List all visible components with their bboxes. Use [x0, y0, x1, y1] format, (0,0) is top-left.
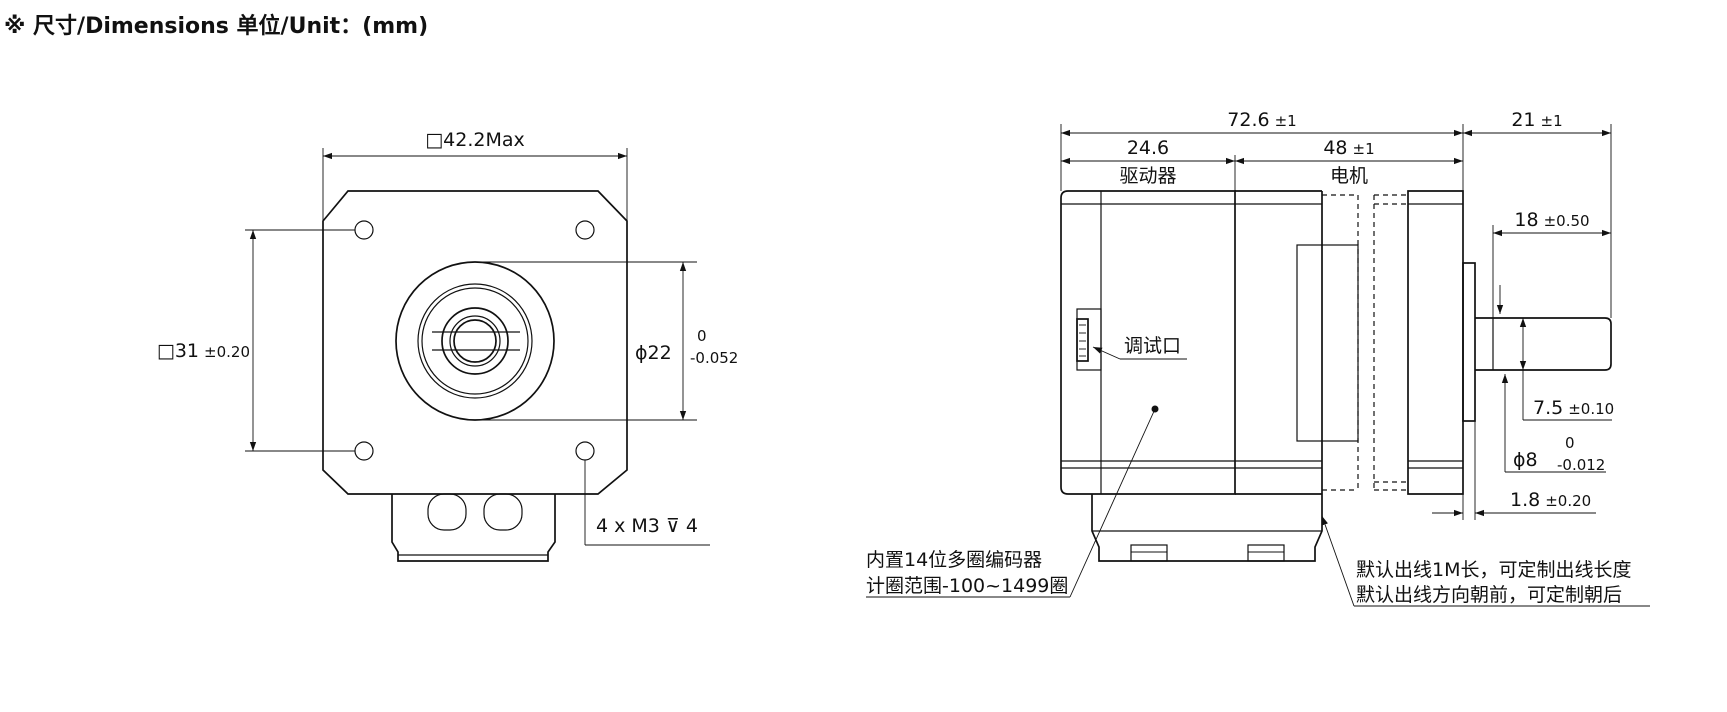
bearing-inner — [449, 315, 501, 367]
motor-label: 电机 — [1330, 165, 1368, 187]
cable-note-line1: 默认出线1M长，可定制出线长度 — [1356, 559, 1631, 581]
pilot-tol-lower: -0.052 — [690, 349, 738, 367]
front-width-label: □42.2Max — [425, 129, 525, 151]
flat-length-label: 18±0.50 — [1514, 209, 1589, 231]
encoder-note-line2: 计圈范围-100~1499圈 — [866, 575, 1068, 597]
mount-hole-br — [575, 441, 595, 461]
encoder-note-line1: 内置14位多圈编码器 — [866, 549, 1042, 571]
connector-slot-left — [427, 493, 467, 531]
motor-shaft — [1475, 317, 1612, 371]
shaft-tol-lower: -0.012 — [1557, 456, 1605, 474]
pilot-tol-upper: 0 — [697, 327, 707, 345]
page-title: ※ 尺寸/Dimensions 单位/Unit：(mm) — [4, 14, 429, 39]
shaft-tol-upper: 0 — [1565, 434, 1575, 452]
driver-label: 驱动器 — [1119, 165, 1176, 187]
pilot-boss — [395, 261, 555, 421]
cable-gland-left — [1130, 544, 1168, 562]
hole-callout-label: 4 x M3 ⊽ 4 — [596, 515, 698, 537]
front-body-outline — [322, 190, 628, 495]
mount-hole-tl — [354, 220, 374, 240]
pilot-flange — [1462, 262, 1476, 422]
front-connector-housing — [391, 494, 556, 562]
hole-spacing-label: □31±0.20 — [157, 340, 250, 362]
driver-length-label: 24.6 — [1127, 137, 1169, 159]
mount-hole-tr — [575, 220, 595, 240]
cable-gland-right — [1247, 544, 1285, 562]
side-connector-housing — [1091, 494, 1323, 562]
pilot-ring — [417, 283, 533, 399]
flat-depth-label: 7.5±0.10 — [1533, 397, 1614, 419]
shaft-length-label: 21±1 — [1511, 109, 1562, 131]
total-length-label: 72.6±1 — [1227, 109, 1296, 131]
bearing-outer — [441, 307, 509, 375]
debug-port-label: 调试口 — [1124, 335, 1181, 357]
pilot-dia-label: ϕ22 — [635, 342, 672, 364]
cable-note-line2: 默认出线方向朝前，可定制朝后 — [1356, 584, 1622, 606]
motor-body-outline — [1235, 190, 1323, 495]
flange-thickness-label: 1.8±0.20 — [1510, 489, 1591, 511]
motor-step-outline — [1296, 244, 1359, 442]
motor-length-label: 48±1 — [1323, 137, 1374, 159]
shaft-end — [453, 319, 497, 363]
motor-front-cap — [1407, 190, 1464, 495]
shaft-dia-label: ϕ8 — [1513, 449, 1538, 471]
side-view: 72.6±1 24.6 驱动器 48±1 电机 21±1 18±0.50 7.5 — [866, 109, 1650, 607]
debug-port-connector — [1076, 318, 1089, 362]
driver-body-outline — [1060, 190, 1236, 495]
connector-slot-right — [483, 493, 523, 531]
pilot-ring-inner — [421, 287, 529, 395]
mount-hole-bl — [354, 441, 374, 461]
front-view: □42.2Max □31±0.20 ϕ22 0 -0.052 4 x M3 ⊽ … — [157, 129, 738, 562]
